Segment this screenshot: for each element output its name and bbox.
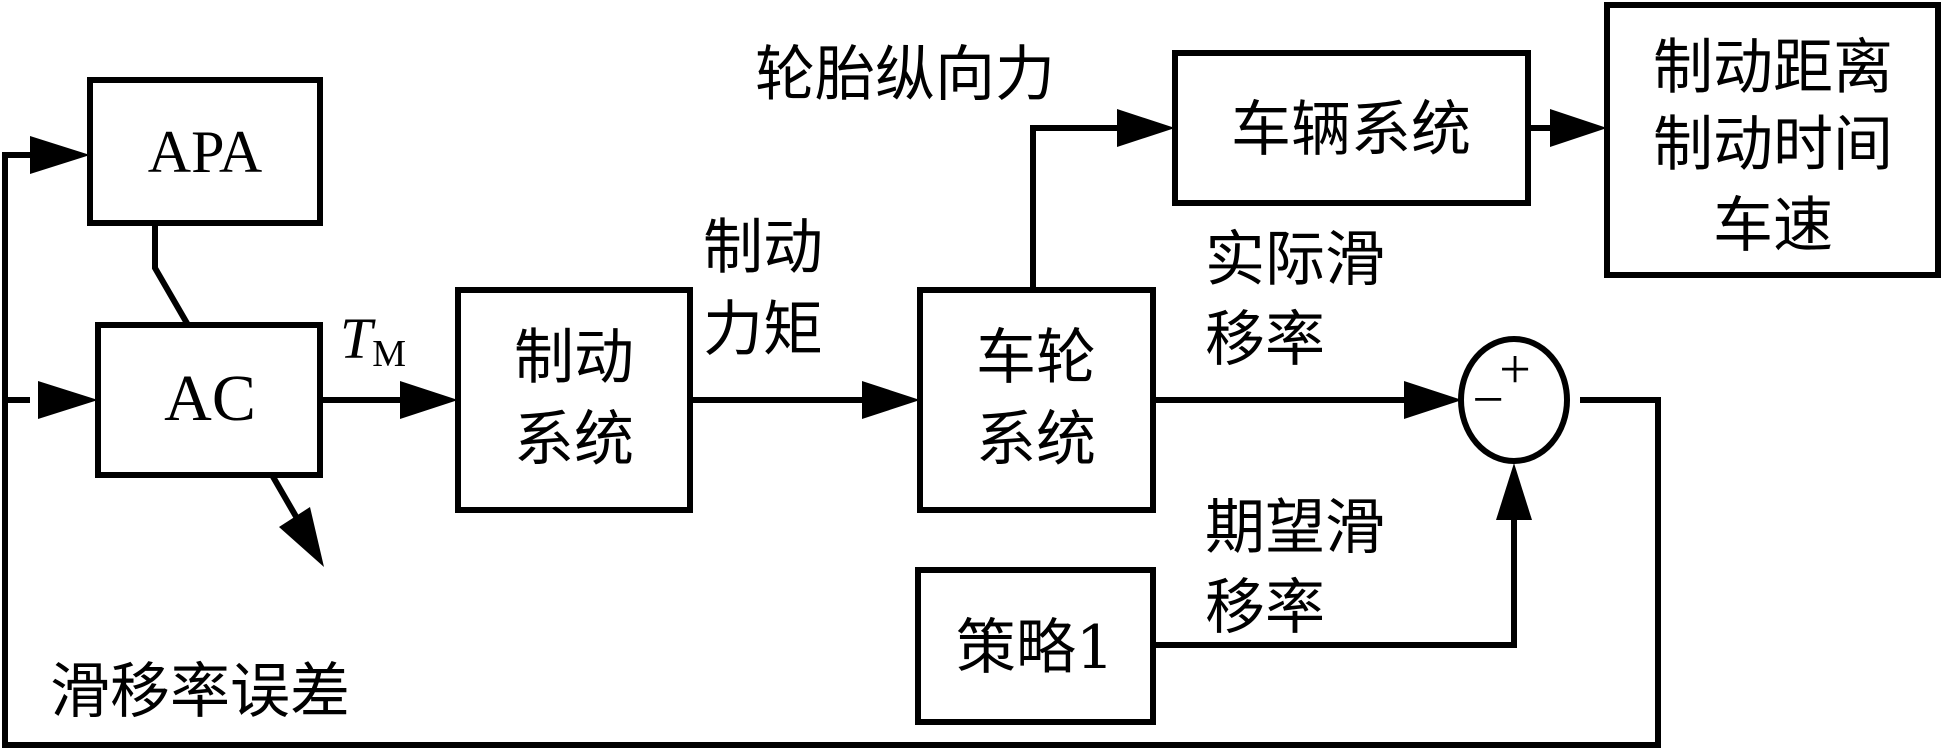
apa-ac-link bbox=[152, 225, 191, 327]
adaptive-arrow-line bbox=[269, 473, 301, 522]
tire-force-wire bbox=[1030, 125, 1117, 290]
actual-slip-label-line2: 移率 bbox=[1205, 305, 1325, 375]
wheel-system-block bbox=[917, 287, 1156, 513]
torque-symbol-t: T bbox=[340, 306, 376, 371]
desired-slip-wire bbox=[1153, 520, 1517, 648]
strategy-block bbox=[915, 567, 1156, 725]
brake-torque-label-line1: 制动 bbox=[703, 213, 823, 283]
arrow-actual-slip bbox=[1404, 381, 1462, 419]
arrow-desired-slip bbox=[1496, 463, 1532, 520]
wheel-system-label-line1: 车轮 bbox=[976, 323, 1096, 393]
arrow-to-apa bbox=[30, 136, 90, 174]
brake-system-label-line2: 系统 bbox=[514, 405, 634, 475]
brake-system-label-line1: 制动 bbox=[514, 323, 634, 393]
minus-sign: − bbox=[1472, 369, 1504, 431]
torque-symbol: TM bbox=[340, 306, 406, 375]
adaptive-arrow-head bbox=[279, 507, 324, 567]
arrow-to-wheel-system bbox=[862, 381, 920, 419]
torque-subscript: M bbox=[372, 333, 406, 375]
plus-sign: + bbox=[1499, 339, 1531, 401]
arrow-to-ac bbox=[38, 381, 98, 419]
brake-torque-label-line2: 力矩 bbox=[703, 295, 823, 365]
desired-slip-label-line1: 期望滑 bbox=[1205, 493, 1385, 563]
output-vehicle-speed: 车速 bbox=[1713, 191, 1833, 261]
apa-label: APA bbox=[148, 119, 263, 185]
output-braking-distance: 制动距离 bbox=[1653, 33, 1893, 103]
outputs-block bbox=[1604, 2, 1941, 278]
summing-junction bbox=[1458, 336, 1570, 464]
actual-slip-label-line1: 实际滑 bbox=[1205, 225, 1385, 295]
slip-error-label: 滑移率误差 bbox=[50, 657, 350, 727]
feedback-wire bbox=[2, 152, 1661, 748]
arrow-to-vehicle-system bbox=[1117, 109, 1175, 147]
desired-slip-label-line2: 移率 bbox=[1205, 573, 1325, 643]
brake-system-block bbox=[455, 287, 693, 513]
tire-force-label: 轮胎纵向力 bbox=[755, 40, 1055, 110]
ac-label: AC bbox=[164, 362, 256, 435]
strategy-label: 策略1 bbox=[956, 613, 1114, 683]
output-braking-time: 制动时间 bbox=[1653, 110, 1893, 180]
arrow-to-outputs bbox=[1550, 109, 1607, 147]
apa-block bbox=[87, 77, 323, 226]
vehicle-system-label: 车辆系统 bbox=[1231, 95, 1471, 165]
arrow-to-brake-system bbox=[400, 381, 458, 419]
wheel-system-label-line2: 系统 bbox=[976, 405, 1096, 475]
